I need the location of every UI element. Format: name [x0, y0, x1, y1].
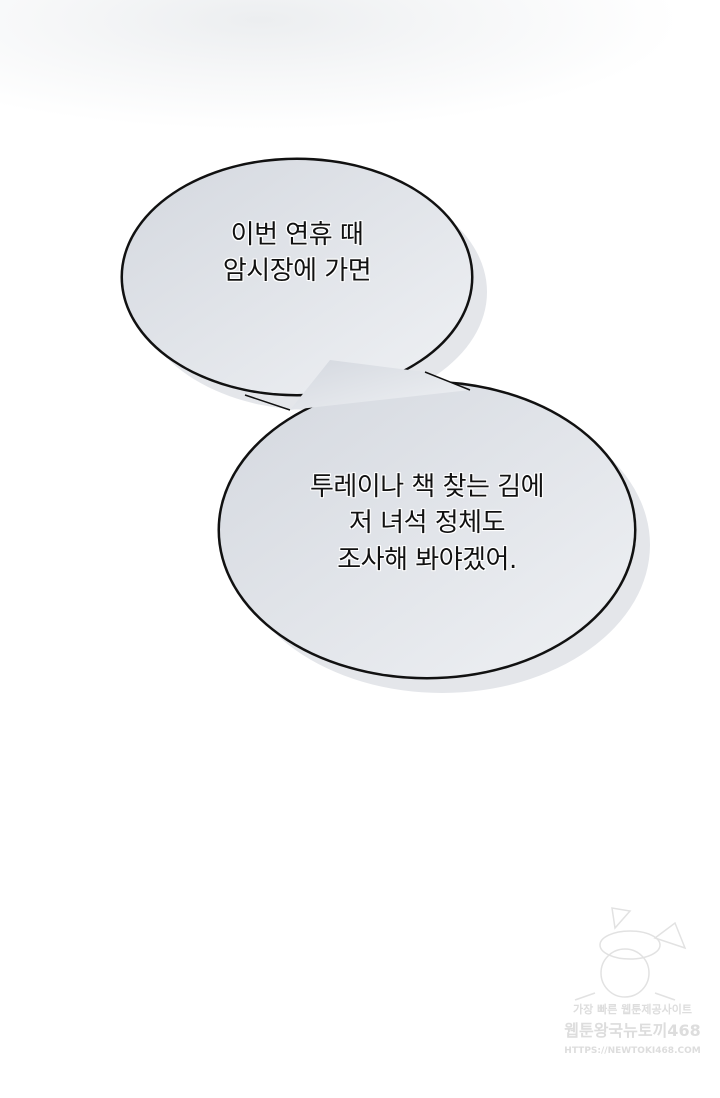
- dialogue-line: 투레이나 책 찾는 김에: [309, 472, 545, 502]
- dialogue-line: 이번 연휴 때: [230, 220, 364, 250]
- dialogue-line: 암시장에 가면: [222, 256, 372, 286]
- watermark: 가장 빠른 웹툰제공사이트 웹툰왕국뉴토끼468 HTTPS://NEWTOKI…: [550, 905, 715, 1075]
- watermark-tagline: 가장 빠른 웹툰제공사이트: [573, 1003, 692, 1016]
- background-haze: [0, 0, 720, 160]
- mascot-watermark-icon: [574, 907, 687, 1001]
- dialogue-line: 조사해 봐야겠어.: [337, 545, 517, 575]
- watermark-url: HTTPS://NEWTOKI468.COM: [564, 1046, 701, 1056]
- bubble-fill: [123, 160, 634, 677]
- watermark-site-name: 웹툰왕국뉴토끼468: [564, 1021, 701, 1040]
- dialogue-line: 저 녀석 정체도: [348, 508, 506, 538]
